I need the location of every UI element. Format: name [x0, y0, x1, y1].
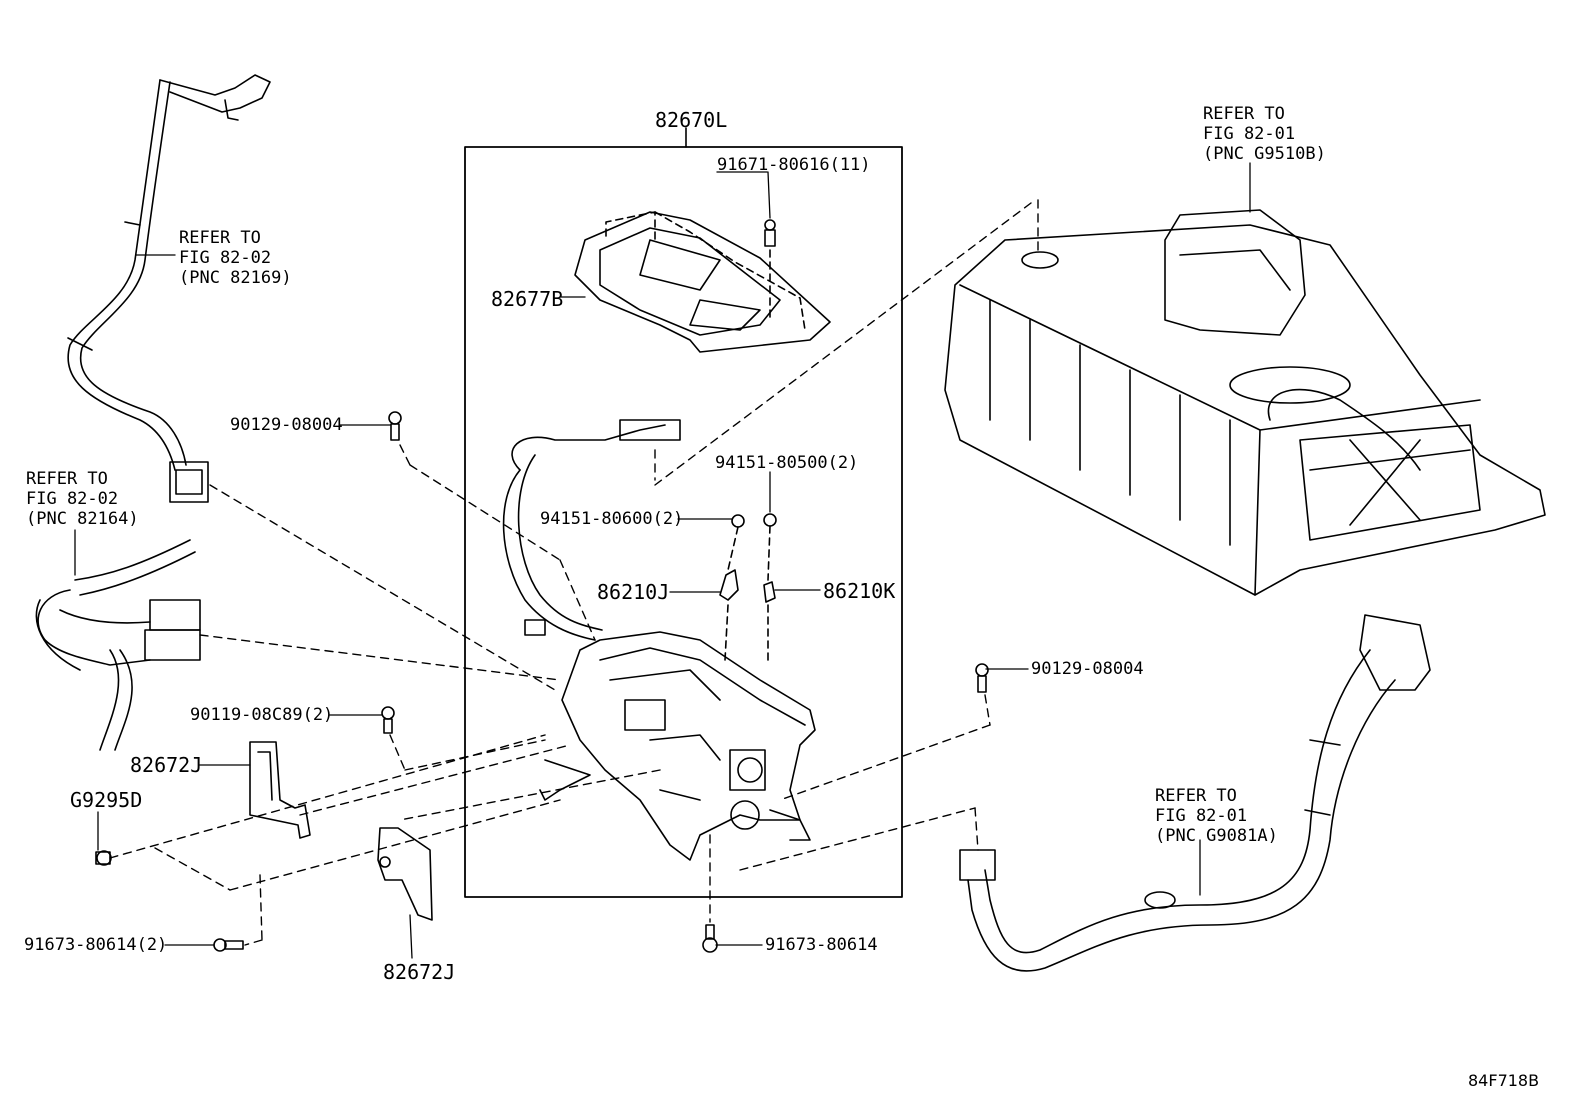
assembly-group-box [464, 146, 903, 898]
part-label-86210K[interactable]: 86210K [823, 579, 896, 603]
part-label-91673-80614-mid[interactable]: 91673-80614 [765, 935, 878, 955]
refer-note-82164[interactable]: REFER TO FIG 82-02 (PNC 82164) [26, 469, 139, 529]
part-label-90129-08004-right[interactable]: 90129-08004 [1031, 659, 1144, 679]
refer-note-line: REFER TO [179, 228, 261, 248]
part-label-91673-80614-left[interactable]: 91673-80614(2) [24, 935, 168, 955]
battery-pack-drawing [944, 209, 1546, 596]
cable-82169-drawing [67, 74, 271, 503]
part-label-94151-80500[interactable]: 94151-80500(2) [715, 453, 859, 473]
part-label-91671-80616[interactable]: 91671-80616(11) [717, 155, 871, 175]
refer-note-line: FIG 82-01 [1203, 124, 1296, 144]
part-label-82677B[interactable]: 82677B [491, 287, 564, 311]
refer-note-line: (PNC G9081A) [1155, 826, 1278, 846]
cover-82677B-drawing [574, 211, 831, 353]
part-label-82672J-left[interactable]: 82672J [130, 753, 203, 777]
refer-note-82169[interactable]: REFER TO FIG 82-02 (PNC 82169) [179, 228, 292, 288]
part-label-82672J-bottom[interactable]: 82672J [383, 960, 456, 984]
refer-note-G9081A[interactable]: REFER TO FIG 82-01 (PNC G9081A) [1155, 786, 1278, 846]
relay-parts-drawing [719, 513, 777, 666]
part-label-G9295D[interactable]: G9295D [70, 788, 143, 812]
diagram-code: 84F718B [1468, 1071, 1540, 1090]
part-label-90129-08004-left[interactable]: 90129-08004 [230, 415, 343, 435]
refer-note-line: FIG 82-02 [26, 489, 119, 509]
junction-cable-drawing [502, 419, 681, 641]
refer-note-line: REFER TO [1155, 786, 1237, 806]
refer-note-G9510B[interactable]: REFER TO FIG 82-01 (PNC G9510B) [1203, 104, 1326, 164]
junction-block-drawing [539, 631, 816, 861]
leader-lines [74, 162, 1251, 959]
bolt-91671-drawing [764, 219, 776, 321]
bracket-82672J-bottom-drawing [377, 827, 433, 921]
bracket-82672J-left-drawing [249, 741, 311, 839]
refer-note-line: FIG 82-02 [179, 248, 272, 268]
group-label-82670L: 82670L [655, 108, 728, 132]
part-label-86210J[interactable]: 86210J [597, 580, 670, 604]
refer-note-line: REFER TO [26, 469, 108, 489]
part-label-94151-80600[interactable]: 94151-80600(2) [540, 509, 684, 529]
refer-note-line: FIG 82-01 [1155, 806, 1248, 826]
cable-G9081A-drawing [959, 614, 1431, 972]
harness-82164-drawing [35, 539, 201, 751]
refer-note-line: (PNC 82169) [179, 268, 292, 288]
refer-note-line: (PNC G9510B) [1203, 144, 1326, 164]
refer-note-line: REFER TO [1203, 104, 1285, 124]
dashed-assembly-lines [109, 199, 1039, 946]
refer-note-line: (PNC 82164) [26, 509, 139, 529]
part-label-90119-08C89[interactable]: 90119-08C89(2) [190, 705, 334, 725]
